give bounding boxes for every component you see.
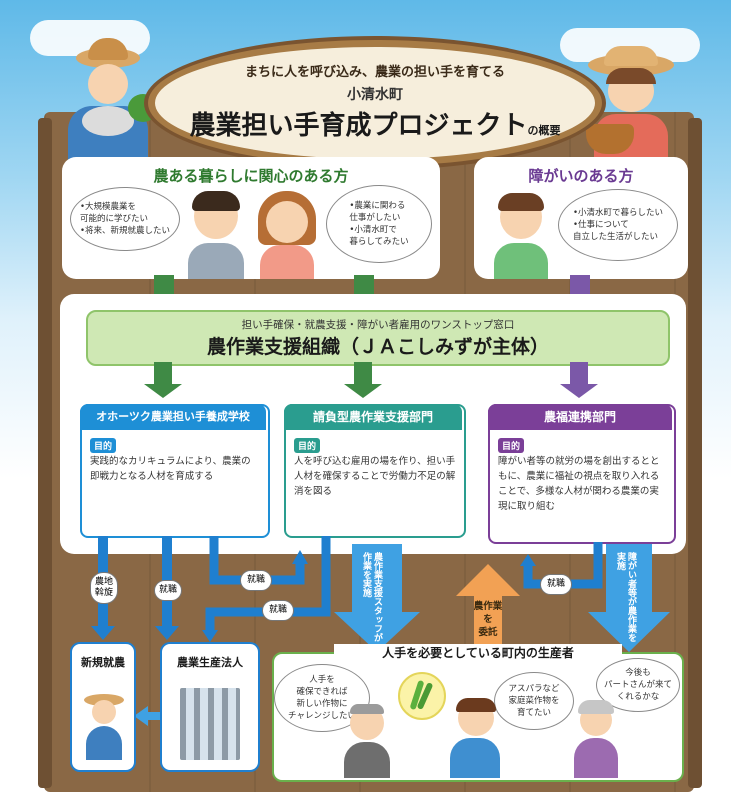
young-woman-illustration [258, 191, 316, 279]
farmer-man-2-illustration [450, 698, 500, 778]
unit-contract-title: 請負型農作業支援部門 [284, 404, 462, 430]
arrow-head [292, 550, 308, 564]
interest-group-title: 農ある暮らしに関心のある方 [153, 167, 349, 185]
employ-label-1: 就職 [154, 580, 182, 601]
elder-man-illustration [344, 704, 390, 778]
asparagus-icon [398, 672, 446, 720]
disability-bubble: •小清水町で暮らしたい•仕事について 自立した生活がしたい [558, 189, 678, 261]
center-line1: 担い手確保・就農支援・障がい者雇用のワンストップ窓口 [241, 319, 515, 331]
commission-arrow [456, 564, 520, 652]
interest-group-card: 農ある暮らしに関心のある方 •大規模農業を 可能的に学びたい•将来、新規就農した… [62, 157, 440, 279]
unit-school-title: オホーツク農業担い手養成学校 [80, 404, 266, 430]
unit-school-badge: 目的 [90, 438, 117, 453]
person-illustration [494, 193, 548, 279]
producer-bubble-2: アスパラなど家庭菜作物を育てたい [494, 672, 574, 730]
center-organization-box: 担い手確保・就農支援・障がい者雇用のワンストップ窓口 農作業支援組織（ＪＡこしみ… [86, 310, 670, 366]
arrow-head [91, 626, 115, 640]
employ-label-2: 就職 [240, 570, 272, 591]
center-line2: 農作業支援組織（ＪＡこしみずが主体） [206, 336, 549, 358]
arrow-head [344, 384, 382, 398]
unit-welfare-badge: 目的 [498, 438, 525, 453]
disability-group-title: 障がいのある方 [528, 167, 634, 185]
staff-arrow-text: 農作業支援スタッフが作業を実施 [361, 552, 382, 642]
producers-box: 人手を必要としている町内の生産者 人手を確保できれば新しい作物にチャレンジしたい… [272, 644, 684, 782]
building-icon [180, 688, 240, 760]
board-post-right [688, 118, 702, 788]
corporation-box: 農業生産法人 [160, 642, 260, 772]
new-farmer-box: 新規就農 [70, 642, 136, 772]
staff-arrow [334, 544, 420, 652]
unit-school: オホーツク農業担い手養成学校 目的 実践的なカリキュラムにより、農業の即戦力とな… [80, 404, 270, 538]
arrow-head [144, 384, 182, 398]
farmer-man-illustration [62, 38, 162, 168]
unit-school-text: 実践的なカリキュラムにより、農業の即戦力となる人材を育成する [90, 456, 251, 482]
project-title-suffix: の概要 [527, 124, 561, 137]
farmland-label: 農地斡旋 [90, 572, 118, 604]
elder-woman-illustration [574, 700, 618, 778]
arrow-head [520, 554, 536, 566]
arrow-shaft [354, 362, 372, 384]
arrow-head [560, 384, 598, 398]
arrow-shaft [570, 362, 588, 384]
unit-welfare-title: 農福連携部門 [488, 404, 672, 430]
corporation-label: 農業生産法人 [177, 656, 243, 669]
arrow-head [202, 630, 218, 642]
town-name: 小清水町 [347, 87, 403, 103]
farmer-woman-illustration [584, 46, 684, 164]
arrow-head [155, 626, 179, 640]
young-man-illustration [188, 191, 244, 279]
unit-contract-badge: 目的 [294, 438, 321, 453]
producers-title: 人手を必要としている町内の生産者 [334, 644, 622, 661]
new-farmer-illustration [84, 694, 124, 760]
header-subtitle: まちに人を呼び込み、農業の担い手を育てる [244, 65, 505, 80]
disabled-staff-arrow [588, 544, 670, 652]
employ-label-4: 就職 [540, 574, 572, 595]
interest-bubble-left: •大規模農業を 可能的に学びたい•将来、新規就農したい [70, 187, 180, 251]
commission-text: 農作業を委託 [473, 601, 503, 638]
arrow-shaft [154, 362, 172, 384]
project-title-plaque: まちに人を呼び込み、農業の担い手を育てる 小清水町 農業担い手育成プロジェクトの… [148, 40, 602, 166]
board-post-left [38, 118, 52, 788]
disabled-staff-arrow-text: 障がい者等が農作業を実施 [615, 552, 636, 642]
project-title: 農業担い手育成プロジェクトの概要 [155, 105, 595, 142]
disability-group-card: 障がいのある方 •小清水町で暮らしたい•仕事について 自立した生活がしたい [474, 157, 688, 279]
unit-contract: 請負型農作業支援部門 目的 人を呼び込む雇用の場を作り、担い手人材を確保すること… [284, 404, 466, 538]
unit-welfare-text: 障がい者等の就労の場を創出するとともに、農業に福祉の視点を取り入れることで、多様… [498, 456, 660, 512]
unit-contract-text: 人を呼び込む雇用の場を作り、担い手人材を確保することで労働力不足の解消を図る [294, 456, 456, 497]
unit-welfare: 農福連携部門 目的 障がい者等の就労の場を創出するとともに、農業に福祉の視点を取… [488, 404, 676, 544]
project-title-text: 農業担い手育成プロジェクト [189, 111, 528, 141]
small-left-arrow [134, 706, 162, 726]
interest-bubble-right: •農業に関わる 仕事がしたい•小清水町で 暮らしてみたい [326, 185, 432, 263]
employ-label-3: 就職 [262, 600, 294, 621]
new-farmer-label: 新規就農 [81, 656, 125, 669]
